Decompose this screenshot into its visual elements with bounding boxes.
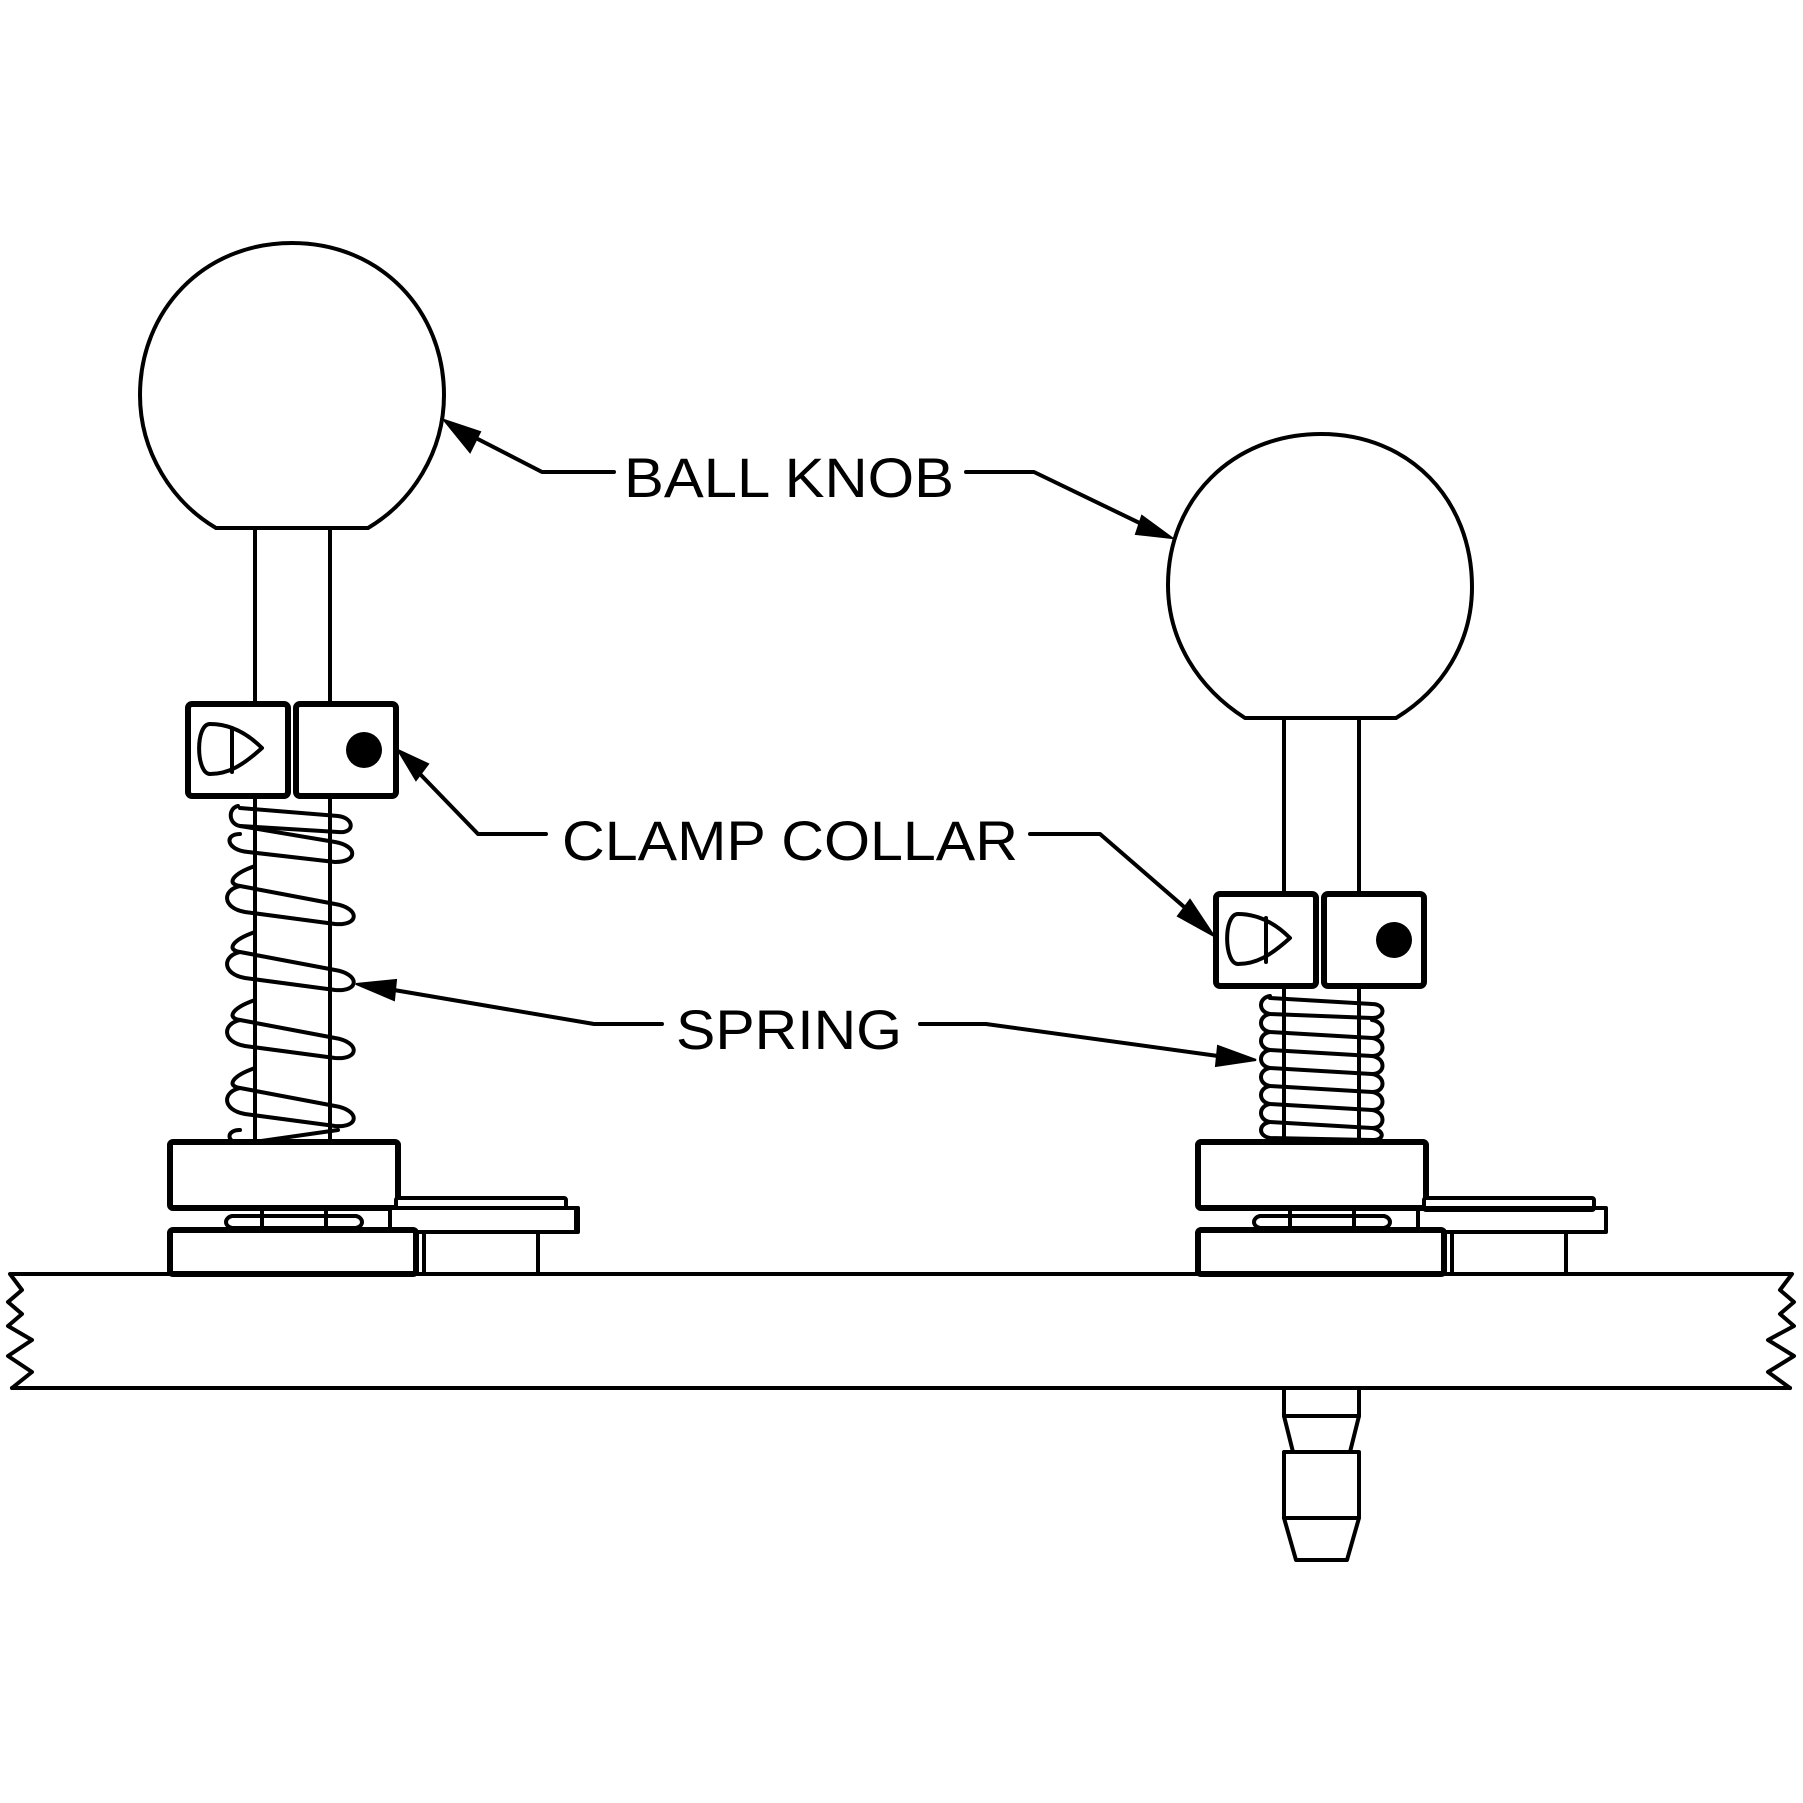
left-base-block: [167, 1139, 580, 1277]
right-spring: [1259, 988, 1385, 1142]
callout-ball-knob: BALL KNOB: [441, 417, 1176, 540]
left-ball-knob: [138, 241, 446, 530]
right-break-line: [1766, 1272, 1796, 1390]
left-break-line: [6, 1272, 34, 1390]
label-ball-knob: BALL KNOB: [624, 446, 954, 509]
label-clamp-collar: CLAMP COLLAR: [562, 809, 1018, 872]
left-assembly: [138, 241, 580, 1277]
callout-clamp-collar: CLAMP COLLAR: [395, 747, 1215, 937]
right-clamp-collar: [1213, 891, 1427, 989]
left-clamp-collar: [185, 701, 399, 799]
right-assembly: [1166, 432, 1608, 1562]
base-plate: [6, 1272, 1796, 1390]
label-spring: SPRING: [676, 998, 902, 1061]
left-collar-setscrew: [346, 732, 382, 768]
right-ball-knob: [1166, 432, 1474, 720]
right-base-block: [1195, 1139, 1608, 1277]
hose-barb-fitting: [1282, 1386, 1361, 1562]
left-spring: [225, 798, 356, 1146]
right-collar-setscrew: [1376, 922, 1412, 958]
callout-spring: SPRING: [355, 978, 1257, 1068]
